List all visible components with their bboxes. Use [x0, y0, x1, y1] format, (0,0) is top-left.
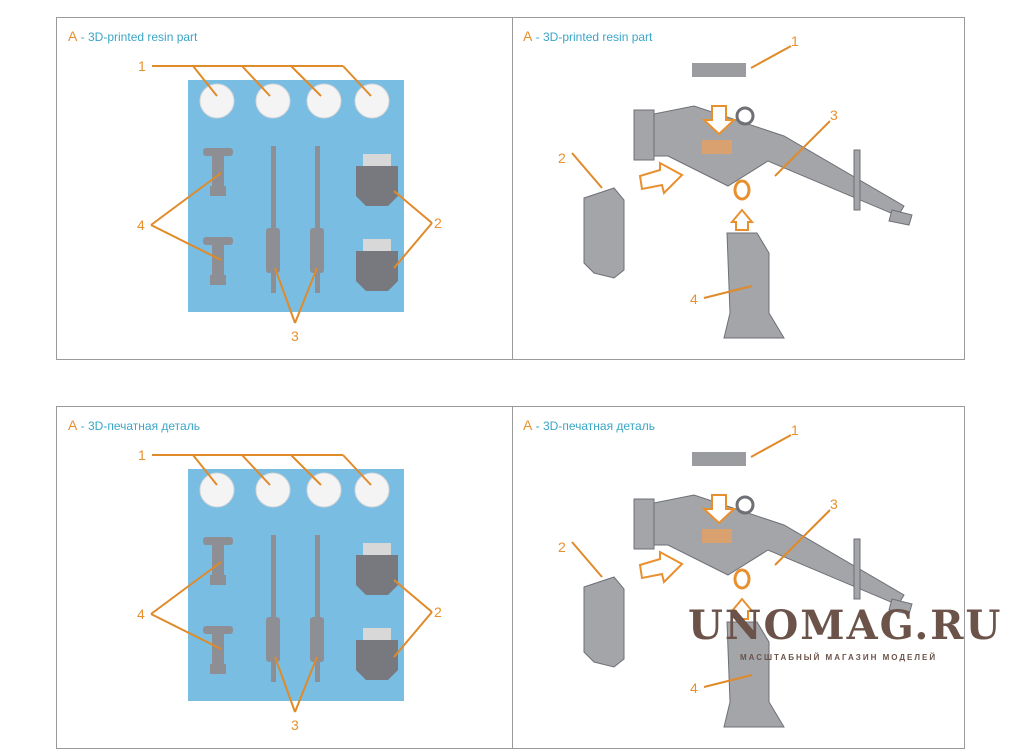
down-arrow-icon	[701, 105, 737, 136]
part-description: - 3D-печатная деталь	[532, 419, 655, 433]
callout-3: 3	[830, 107, 838, 123]
down-arrow-icon	[701, 494, 737, 525]
callout-2: 2	[434, 215, 442, 231]
callout-lines	[571, 45, 831, 299]
callout-3: 3	[830, 496, 838, 512]
gun-body	[633, 105, 913, 226]
mount-part	[723, 232, 785, 339]
assembly-view: A - 3D-printed resin part	[512, 18, 965, 359]
callout-4: 4	[690, 291, 698, 307]
callout-1: 1	[791, 33, 799, 49]
up-arrow-icon	[729, 597, 755, 620]
watermark-name: UNOMAG.RU	[688, 602, 1003, 649]
parts-sprue-illustration: 1 2 3 4	[137, 58, 442, 344]
shield-plate-part	[583, 187, 625, 279]
part-letter: A	[523, 417, 533, 433]
instruction-panel: A - 3D-печатная деталь	[56, 406, 965, 749]
bracket-parts	[356, 543, 398, 680]
ring-part	[733, 568, 751, 590]
callout-lines	[150, 454, 433, 713]
callout-1: 1	[138, 447, 146, 463]
gear-part	[692, 63, 746, 77]
callout-4: 4	[137, 606, 145, 622]
bracket-parts	[356, 154, 398, 291]
barrel-parts	[266, 146, 324, 293]
gear-parts	[199, 472, 390, 508]
callout-4: 4	[137, 217, 145, 233]
right-arrow-icon	[638, 550, 684, 584]
parts-sprue-illustration: 1 2 3 4	[137, 447, 442, 733]
right-arrow-icon	[638, 161, 684, 195]
part-letter: A	[68, 28, 78, 44]
part-description: - 3D-printed resin part	[532, 30, 653, 44]
ring-part	[733, 179, 751, 201]
watermark-tagline: МАСШТАБНЫЙ МАГАЗИН МОДЕЛЕЙ	[740, 653, 938, 662]
shield-plate-part	[583, 576, 625, 668]
callout-2: 2	[558, 539, 566, 555]
barrel-parts	[266, 535, 324, 682]
part-letter: A	[523, 28, 533, 44]
gear-parts	[199, 83, 390, 119]
gear-part	[692, 452, 746, 466]
callout-3: 3	[291, 717, 299, 733]
callout-lines	[150, 65, 433, 324]
part-description: - 3D-печатная деталь	[77, 419, 200, 433]
parts-layout-view: A - 3D-печатная деталь	[57, 407, 513, 748]
assembly-illustration: 1 2 3 4	[558, 33, 913, 339]
instruction-panel: A - 3D-printed resin part	[56, 17, 965, 360]
highlighted-slot	[702, 529, 732, 543]
callout-4: 4	[690, 680, 698, 696]
parts-layout-view: A - 3D-printed resin part	[57, 18, 513, 359]
assembly-view: A - 3D-печатная деталь	[512, 407, 965, 748]
callout-2: 2	[558, 150, 566, 166]
callout-1: 1	[791, 422, 799, 438]
callout-1: 1	[138, 58, 146, 74]
up-arrow-icon	[729, 208, 755, 231]
panel-title: A - 3D-printed resin part	[523, 28, 652, 44]
callout-3: 3	[291, 328, 299, 344]
callout-2: 2	[434, 604, 442, 620]
panel-title: A - 3D-печатная деталь	[523, 417, 655, 433]
part-description: - 3D-printed resin part	[77, 30, 198, 44]
highlighted-slot	[702, 140, 732, 154]
part-letter: A	[68, 417, 78, 433]
watermark-logo: UNOMAG.RU МАСШТАБНЫЙ МАГАЗИН МОДЕЛЕЙ	[688, 602, 1008, 664]
assembly-illustration: 1 2 3 4	[558, 422, 913, 728]
panel-title: A - 3D-printed resin part	[68, 28, 197, 44]
gun-body	[633, 494, 913, 615]
panel-title: A - 3D-печатная деталь	[68, 417, 200, 433]
callout-lines	[571, 434, 831, 688]
